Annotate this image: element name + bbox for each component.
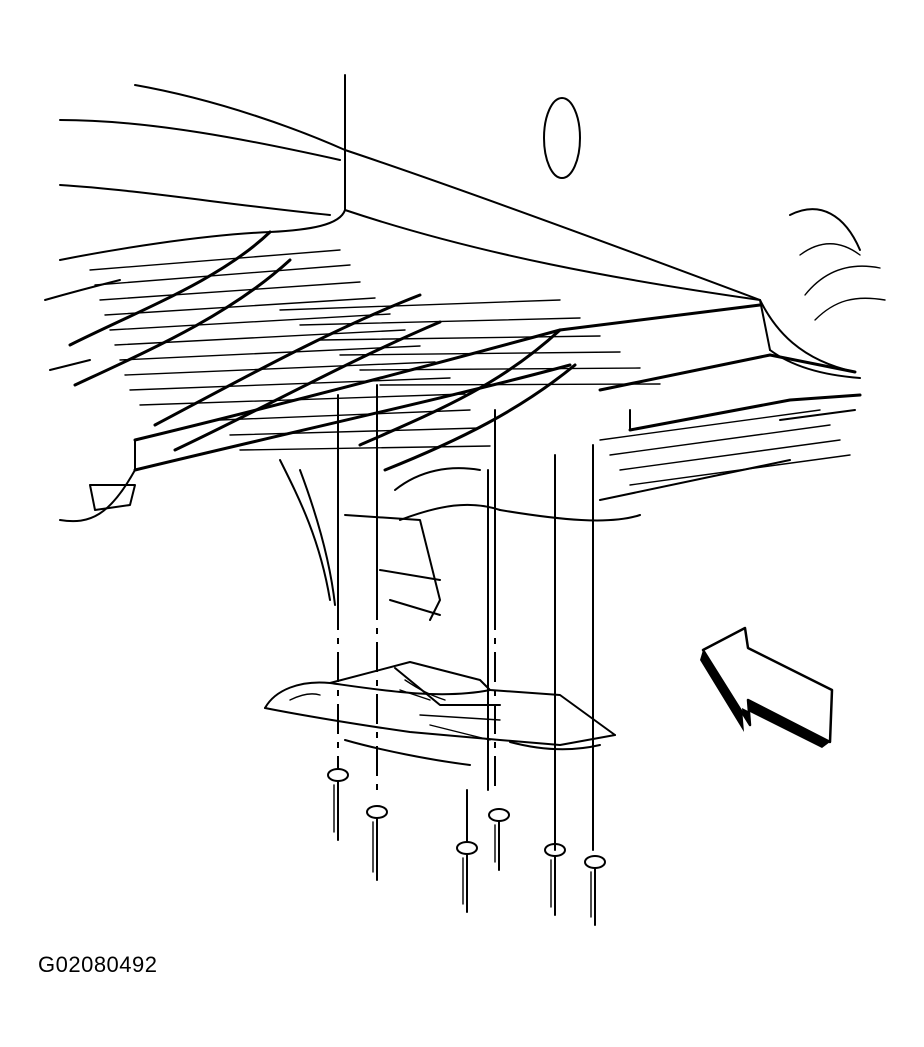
figure-id-label: G02080492 <box>38 952 158 977</box>
skid-shield-panel <box>264 661 616 766</box>
fastener-2 <box>366 805 388 881</box>
cross-member <box>68 230 577 472</box>
fastener-6 <box>584 855 606 926</box>
body-access-hole <box>543 97 581 179</box>
frame-rail <box>133 303 862 472</box>
fastener-4 <box>488 808 510 871</box>
lower-body-outline <box>59 459 641 621</box>
thick-arrow-icon <box>700 626 834 748</box>
fastener-5 <box>544 843 566 916</box>
floor-pan-ribs <box>44 231 856 501</box>
fastener-1 <box>327 768 349 841</box>
vehicle-body-outline <box>59 74 886 379</box>
fastener-alignment-lines <box>337 384 594 851</box>
fastener-3 <box>456 789 478 913</box>
